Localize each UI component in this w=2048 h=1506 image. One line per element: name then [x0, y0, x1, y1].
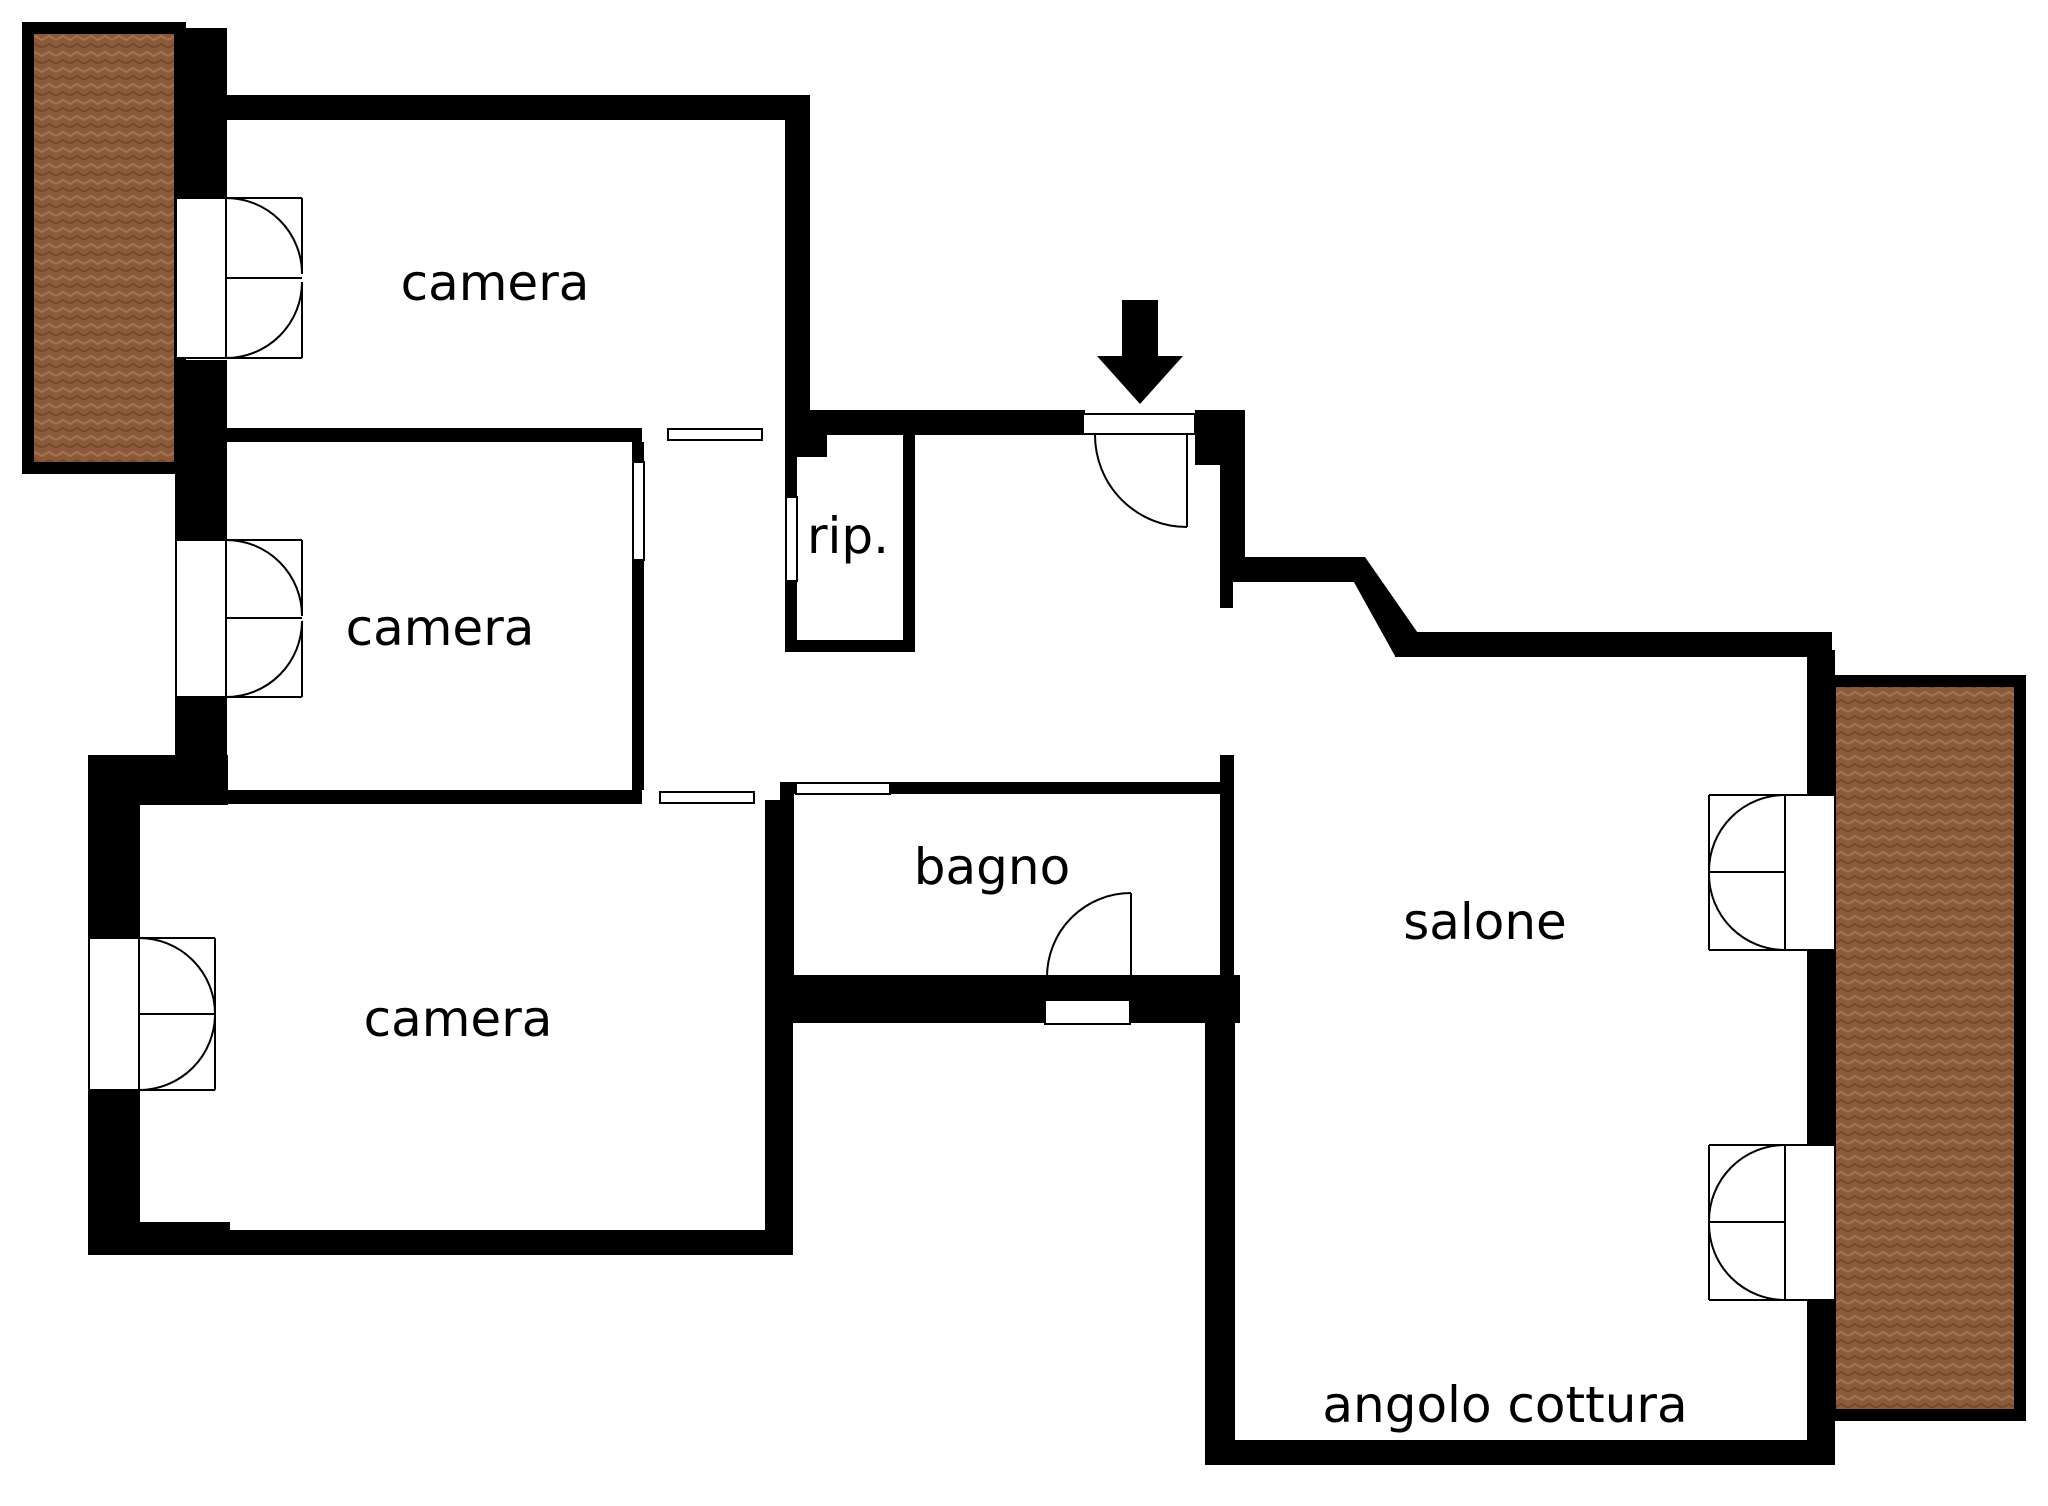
balcony-left	[22, 22, 186, 474]
walls	[88, 28, 1835, 1465]
room-label-camera-1: camera	[401, 254, 590, 312]
room-label-ripostiglio: rip.	[807, 507, 889, 565]
room-label-camera-3: camera	[364, 990, 553, 1048]
room-label-bagno: bagno	[914, 838, 1070, 896]
arrow-down-icon	[1097, 300, 1183, 404]
room-label-camera-2: camera	[346, 599, 535, 657]
windows	[88, 197, 1836, 1301]
room-label-salone: salone	[1403, 893, 1567, 951]
room-label-angolo-cottura: angolo cottura	[1322, 1376, 1687, 1434]
internal-doors	[632, 428, 891, 804]
balcony-right	[1824, 675, 2026, 1421]
door-swings	[138, 197, 1786, 1301]
